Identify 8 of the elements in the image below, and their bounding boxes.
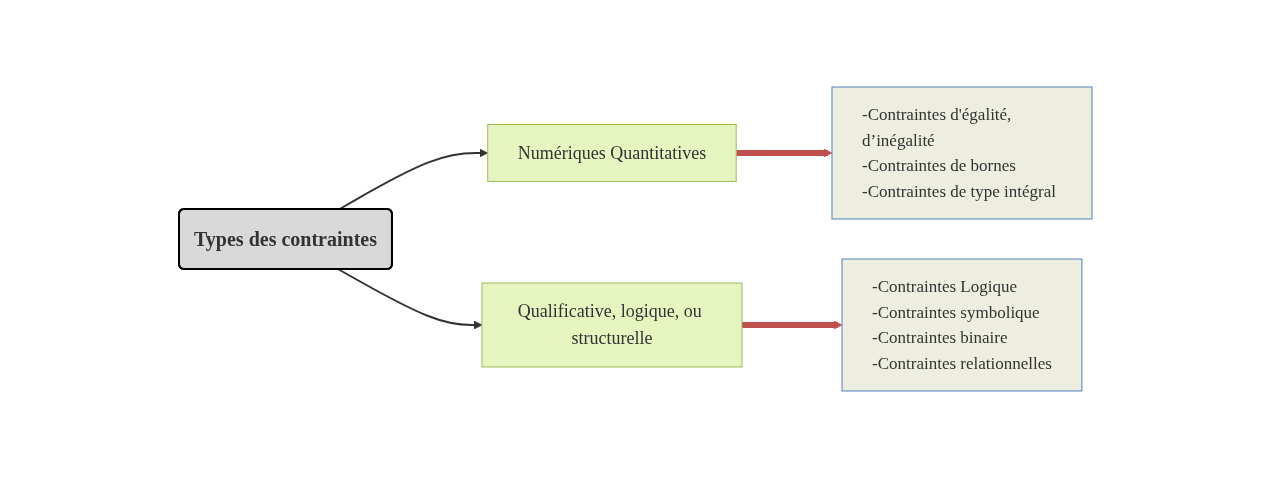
node-box: Numériques Quantitatives	[487, 124, 737, 182]
node-box: -Contraintes d'égalité, d’inégalité -Contraintes de bornes -Contraintes de type intégral	[831, 86, 1093, 220]
arrow	[736, 148, 833, 158]
arrow	[742, 320, 843, 330]
node-box: Qualificative, logique, ou structurelle	[481, 282, 743, 368]
arrow	[337, 148, 489, 211]
arrow	[337, 268, 483, 330]
node-box: -Contraintes Logique -Contraintes symbolique -Contraintes binaire -Contraintes relationnelles	[841, 258, 1083, 392]
